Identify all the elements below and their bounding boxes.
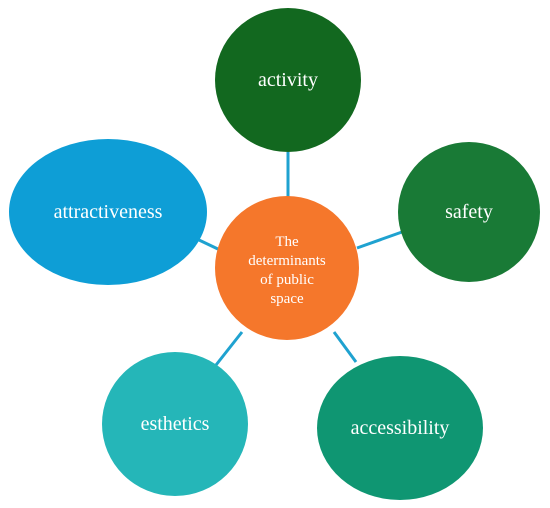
node-accessibility-shape [317,356,483,500]
center-line-4: space [270,291,304,307]
node-accessibility: accessibility [317,356,483,500]
connector-accessibility [332,331,358,363]
node-activity: activity [215,8,361,152]
node-esthetics-shape [102,352,248,496]
center-line-1: The [275,234,299,250]
center-node: The determinants of public space [215,196,359,340]
node-esthetics-label: esthetics [141,413,210,435]
connector-safety [356,230,403,250]
node-safety: safety [398,142,540,282]
center-line-3: of public [260,272,314,288]
node-activity-label: activity [258,69,318,91]
node-safety-label: safety [445,201,493,223]
connector-attractiveness [198,238,221,252]
node-accessibility-label: accessibility [351,417,450,439]
node-safety-shape [398,142,540,282]
node-attractiveness-label: attractiveness [54,201,163,223]
center-line-2: determinants [248,253,326,269]
node-esthetics: esthetics [102,352,248,496]
node-activity-shape [215,8,361,152]
node-attractiveness-shape [9,139,207,285]
node-attractiveness: attractiveness [9,139,207,285]
connector-esthetics [214,331,244,366]
center-node-shape [215,196,359,340]
